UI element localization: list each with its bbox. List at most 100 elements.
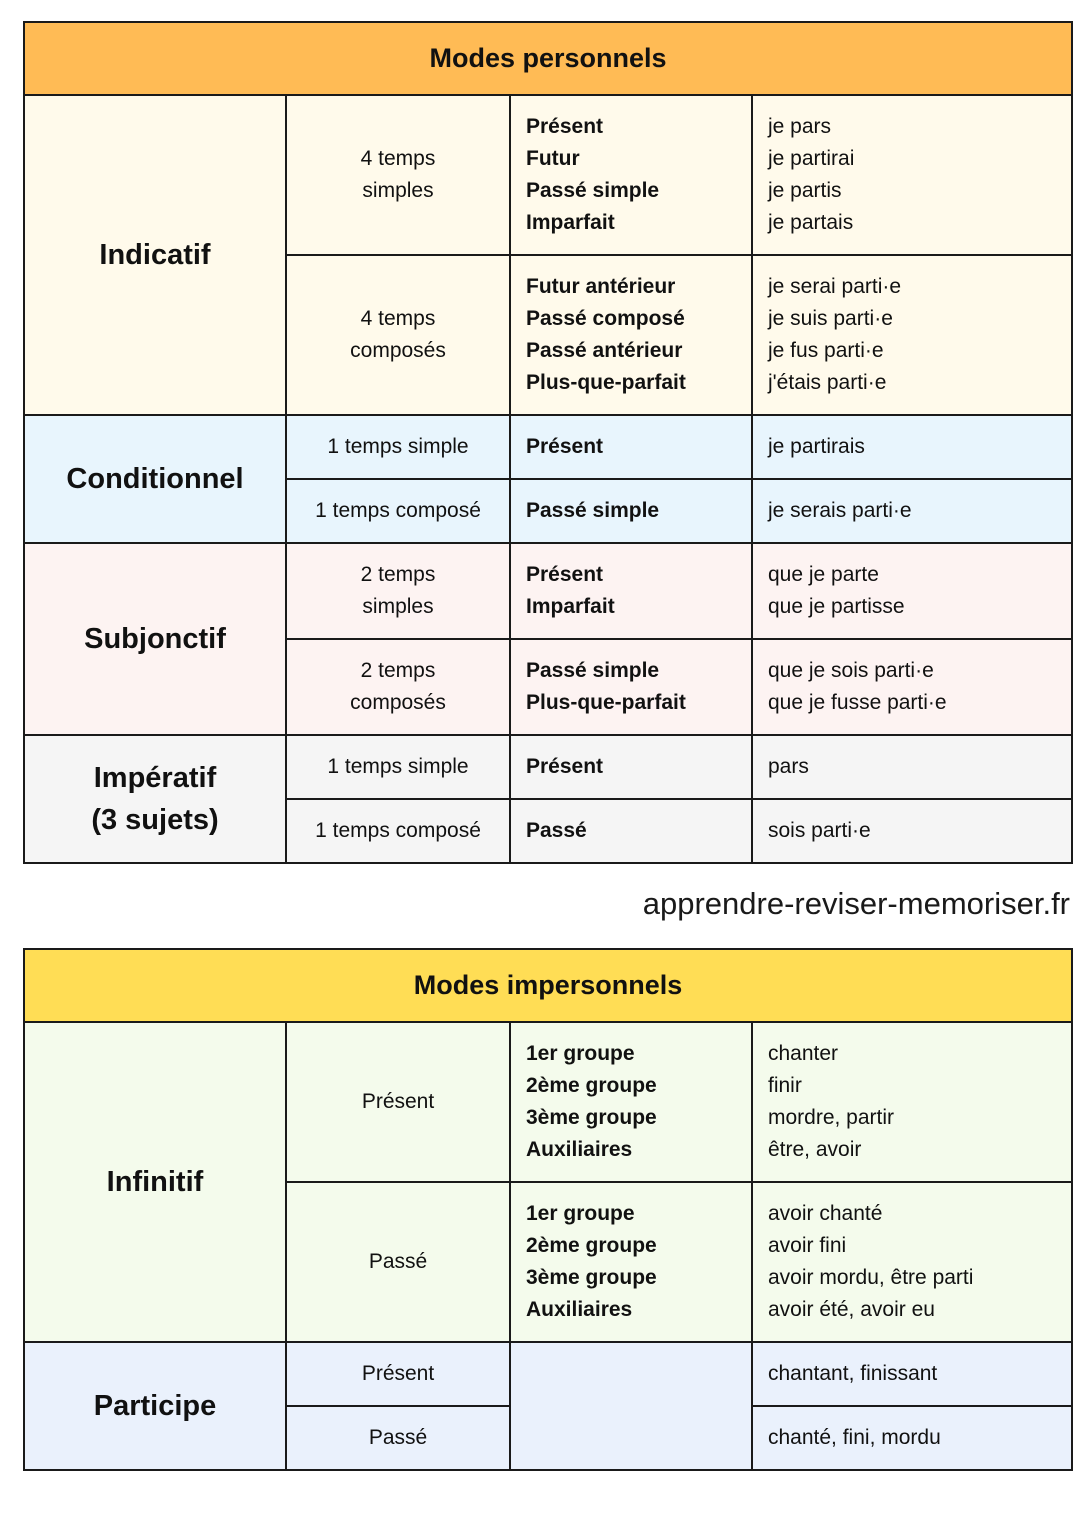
cell-line: Présent [361, 1362, 435, 1385]
category-cell: Présent [285, 1341, 511, 1407]
cell-line: avoir fini [768, 1234, 847, 1257]
examples-cell: je serais parti·e [751, 478, 1073, 544]
cell-line: je suis parti·e [768, 307, 893, 330]
examples-cell: avoir chanté avoir fini avoir mordu, être … [750, 1181, 1074, 1343]
category-cell: Passé [285, 1405, 511, 1471]
cell-line: je serais parti·e [768, 499, 912, 522]
cell-line: que je fusse parti·e [768, 691, 947, 714]
category-cell: 1 temps composé [285, 798, 511, 864]
tenses-cell-empty [509, 1341, 753, 1471]
cell-line: pars [768, 755, 809, 778]
category-cell: 1 temps composé [285, 478, 511, 544]
cell-line: Présent [526, 115, 604, 138]
cell-line: 1 temps simple [327, 755, 469, 778]
cell-line: sois parti·e [768, 819, 871, 842]
cell-line: Présent [526, 755, 604, 778]
cell-line: j'étais parti·e [768, 371, 887, 394]
impersonal-modes-table: Modes impersonnels Infinitif Présent 1er… [22, 948, 1074, 1471]
cell-line: Impératif [93, 762, 217, 794]
cell-line: Passé simple [526, 659, 660, 682]
tenses-cell: Passé [509, 798, 753, 864]
cell-line: je fus parti·e [768, 339, 884, 362]
category-cell: 2 temps composés [285, 638, 511, 736]
cell-line: (3 sujets) [91, 804, 219, 836]
cell-line: Passé [526, 819, 587, 842]
cell-line: avoir mordu, être parti [768, 1266, 974, 1289]
cell-line: que je partisse [768, 595, 905, 618]
cell-line: simples [362, 595, 434, 618]
cell-line: avoir été, avoir eu [768, 1298, 935, 1321]
cell-line: Présent [526, 563, 604, 586]
cell-line: 3ème groupe [526, 1266, 657, 1289]
cell-line: finir [768, 1074, 802, 1097]
category-cell: Présent [285, 1021, 511, 1183]
mode-imperatif: Impératif (3 sujets) [23, 734, 287, 864]
examples-cell: chanté, fini, mordu [750, 1405, 1074, 1471]
tenses-cell: Passé simple [509, 478, 753, 544]
cell-line: être, avoir [768, 1138, 862, 1161]
cell-line: 4 temps [360, 147, 436, 170]
cell-line: 2 temps [360, 659, 436, 682]
cell-line: 1er groupe [526, 1042, 635, 1065]
cell-line: 1 temps composé [315, 819, 481, 842]
examples-cell: je partirais [751, 414, 1073, 480]
table-header-impersonal: Modes impersonnels [22, 948, 1074, 1023]
examples-cell: que je parte que je partisse [751, 542, 1073, 640]
cell-line: avoir chanté [768, 1202, 883, 1225]
table-header-personal: Modes personnels [23, 21, 1073, 96]
cell-line: Passé simple [526, 179, 660, 202]
examples-cell: sois parti·e [751, 798, 1073, 864]
mode-conditionnel: Conditionnel [23, 414, 287, 544]
cell-line: Passé composé [526, 307, 685, 330]
cell-line: simples [362, 179, 434, 202]
tenses-cell: Présent [509, 414, 753, 480]
cell-line: Auxiliaires [526, 1138, 633, 1161]
category-cell: 1 temps simple [285, 414, 511, 480]
mode-participe: Participe [23, 1341, 287, 1471]
cell-line: Présent [361, 1090, 435, 1113]
tenses-cell: Présent [509, 734, 753, 800]
cell-line: chanter [768, 1042, 839, 1065]
mode-subjonctif: Subjonctif [23, 542, 287, 736]
cell-line: chanté, fini, mordu [768, 1426, 941, 1449]
cell-line: 3ème groupe [526, 1106, 657, 1129]
cell-line: Passé [368, 1250, 428, 1273]
cell-line: Présent [526, 435, 604, 458]
cell-line: je pars [768, 115, 832, 138]
cell-line: je serai parti·e [768, 275, 902, 298]
category-cell: 4 temps simples [285, 94, 511, 256]
cell-line: Futur [526, 147, 580, 170]
cell-line: 1 temps composé [315, 499, 481, 522]
cell-line: Plus-que-parfait [526, 691, 686, 714]
cell-line: 2ème groupe [526, 1074, 657, 1097]
mode-indicatif: Indicatif [23, 94, 287, 416]
cell-line: composés [350, 691, 446, 714]
examples-cell: pars [751, 734, 1073, 800]
cell-line: je partais [768, 211, 854, 234]
cell-line: que je parte [768, 563, 879, 586]
category-cell: 1 temps simple [285, 734, 511, 800]
cell-line: 1er groupe [526, 1202, 635, 1225]
cell-line: Passé antérieur [526, 339, 683, 362]
cell-line: Futur antérieur [526, 275, 676, 298]
category-cell: Passé [285, 1181, 511, 1343]
cell-line: Imparfait [526, 595, 615, 618]
cell-line: composés [350, 339, 446, 362]
cell-line: 2ème groupe [526, 1234, 657, 1257]
cell-line: je partirais [768, 435, 865, 458]
cell-line: Passé simple [526, 499, 660, 522]
personal-modes-table: Modes personnels Indicatif 4 temps simple… [23, 21, 1073, 864]
examples-cell: je serai parti·e je suis parti·e je fus pa… [751, 254, 1073, 416]
mode-infinitif: Infinitif [23, 1021, 287, 1343]
cell-line: chantant, finissant [768, 1362, 938, 1385]
cell-line: Passé [368, 1426, 428, 1449]
